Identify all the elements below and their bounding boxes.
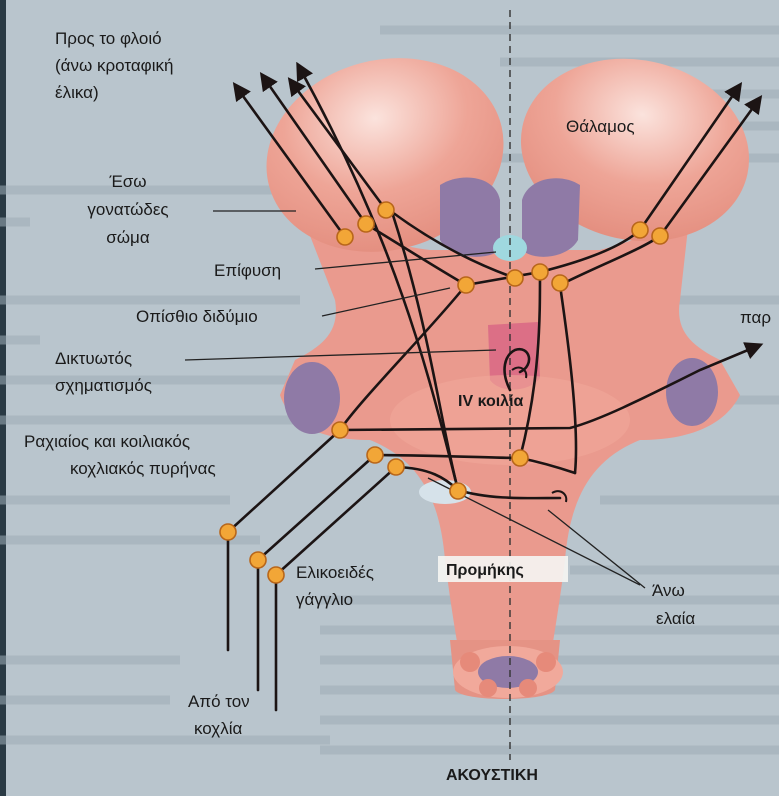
label-cochlea-1: Από τον [188,692,250,711]
nucleus-cn-ventral-1 [367,447,383,463]
label-cortex-3: έλικα) [55,83,99,102]
nucleus-ic-right [552,275,568,291]
nucleus-mgb-right-2 [652,228,668,244]
label-spiral-1: Ελικοειδές [296,563,374,582]
label-mgb-1: Έσω [108,172,146,191]
label-cochlea-2: κοχλία [194,719,242,738]
label-cut-right: παρ [740,308,771,327]
nucleus-ic-mid-2 [532,264,548,280]
nucleus-cn-ventral-2 [388,459,404,475]
nucleus-spiral-3 [268,567,284,583]
label-spiral-2: γάγγλιο [296,590,353,609]
nucleus-cn-dorsal [332,422,348,438]
label-cochlear-nuclei-1: Ραχιαίος και κοιλιακός [24,432,190,451]
label-fourth-ventricle: IV κοιλία [458,393,524,410]
nucleus-spiral-1 [220,524,236,540]
label-medulla: Προμήκης [446,562,524,579]
page-edge [0,0,6,796]
label-cortex-1: Προς το φλοιό [55,29,162,48]
nucleus-ic-mid-1 [507,270,523,286]
nucleus-mgb-2 [358,216,374,232]
nucleus-mgb-right-1 [632,222,648,238]
medulla-lobe-2 [536,652,556,672]
label-thalamus: Θάλαμος [566,117,635,136]
nucleus-mgb-1 [337,229,353,245]
medulla-lobe-3 [479,679,497,697]
nucleus-mgb-3 [378,202,394,218]
right-lateral-lobe [666,358,718,426]
label-pineal: Επίφυση [214,261,281,280]
label-cochlear-nuclei-2: κοχλιακός πυρήνας [70,459,216,478]
left-lateral-lobe [284,362,340,434]
medulla-lobe-4 [519,679,537,697]
label-mgb-2: γονατώδες [87,200,168,219]
label-olive-1: Άνω [652,581,685,600]
left-purple-mass [440,177,500,256]
label-olive-2: ελαία [656,609,695,628]
nucleus-olive-left [450,483,466,499]
nucleus-spiral-2 [250,552,266,568]
nucleus-ic-left [458,277,474,293]
label-reticular-1: Δικτυωτός [55,349,132,368]
label-bottom-title: ΑΚΟΥΣΤΙΚΗ [446,767,538,784]
nucleus-olive-right [512,450,528,466]
label-reticular-2: σχηματισμός [55,376,152,395]
medulla-lobe-1 [460,652,480,672]
right-purple-mass [522,178,580,257]
label-mgb-3: σώμα [106,228,150,247]
label-inferior-colliculus: Οπίσθιο διδύμιο [136,307,258,326]
label-cortex-2: (άνω κροταφική [55,56,173,75]
